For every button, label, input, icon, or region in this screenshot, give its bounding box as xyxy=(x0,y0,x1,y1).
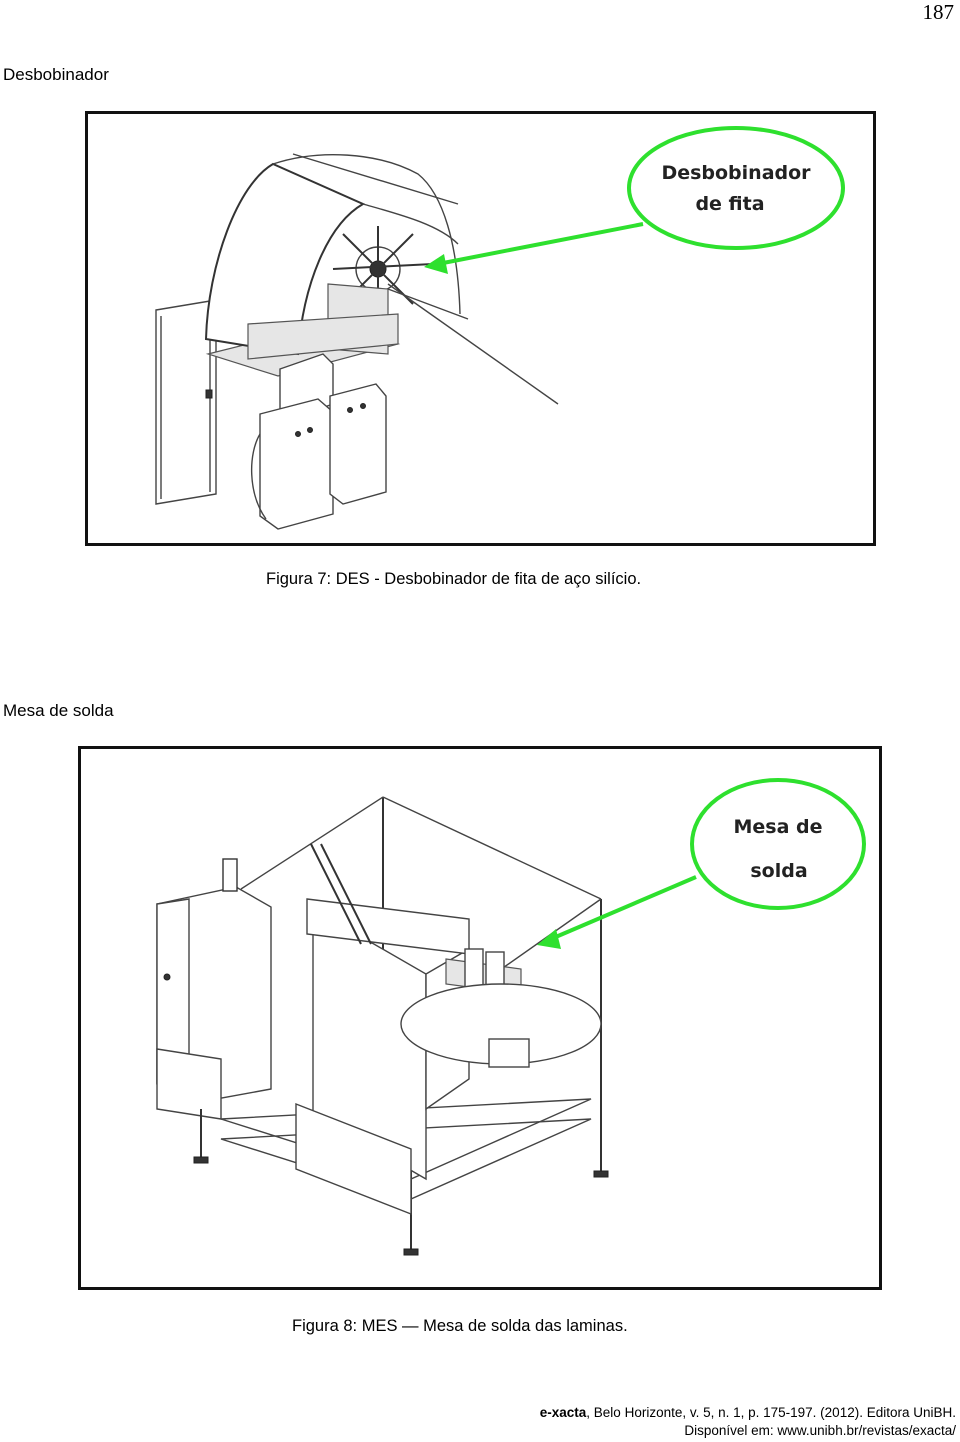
figure-7-caption: Figura 7: DES - Desbobinador de fita de … xyxy=(266,570,642,588)
section-title-desbobinador: Desbobinador xyxy=(3,65,109,84)
callout-label-line-2: solda xyxy=(750,860,807,882)
center-guard-panel xyxy=(312,907,427,1181)
callout-ellipse xyxy=(690,778,866,910)
footer-availability: Disponível em: www.unibh.br/revistas/exa… xyxy=(684,1423,956,1438)
callout-label-line-1: Mesa de xyxy=(733,816,822,838)
page-number: 187 xyxy=(922,0,955,24)
figure-7-frame: Desbobinador de fita xyxy=(85,111,876,546)
callout-arrow-head xyxy=(424,254,448,274)
footer-citation-text: , Belo Horizonte, v. 5, n. 1, p. 175-197… xyxy=(586,1405,956,1420)
callout-arrow-head xyxy=(537,929,561,949)
callout-label-line-1: Desbobinador xyxy=(661,162,811,184)
figure-8-frame: Mesa de solda xyxy=(78,746,882,1290)
section-title-mesa-de-solda: Mesa de solda xyxy=(3,701,114,720)
callout-arrow-line xyxy=(437,222,644,266)
control-tower-left xyxy=(259,398,334,530)
cabinet-door xyxy=(155,299,217,505)
callout-label-line-2: de fita xyxy=(695,193,764,215)
footer-citation: e-xacta, Belo Horizonte, v. 5, n. 1, p. … xyxy=(540,1405,956,1420)
signal-tower-light xyxy=(222,858,238,892)
hood-left-arch xyxy=(204,162,366,356)
decoiler-illustration: Desbobinador de fita xyxy=(155,126,845,530)
welding-table-illustration: Mesa de solda xyxy=(156,778,866,1256)
footer-journal-name: e-xacta xyxy=(539,1405,587,1420)
callout-ellipse xyxy=(627,126,845,250)
figure-8-caption: Figura 8: MES — Mesa de solda das lamina… xyxy=(292,1317,628,1335)
callout-arrow-line xyxy=(550,875,697,941)
control-tower-right xyxy=(329,383,387,505)
